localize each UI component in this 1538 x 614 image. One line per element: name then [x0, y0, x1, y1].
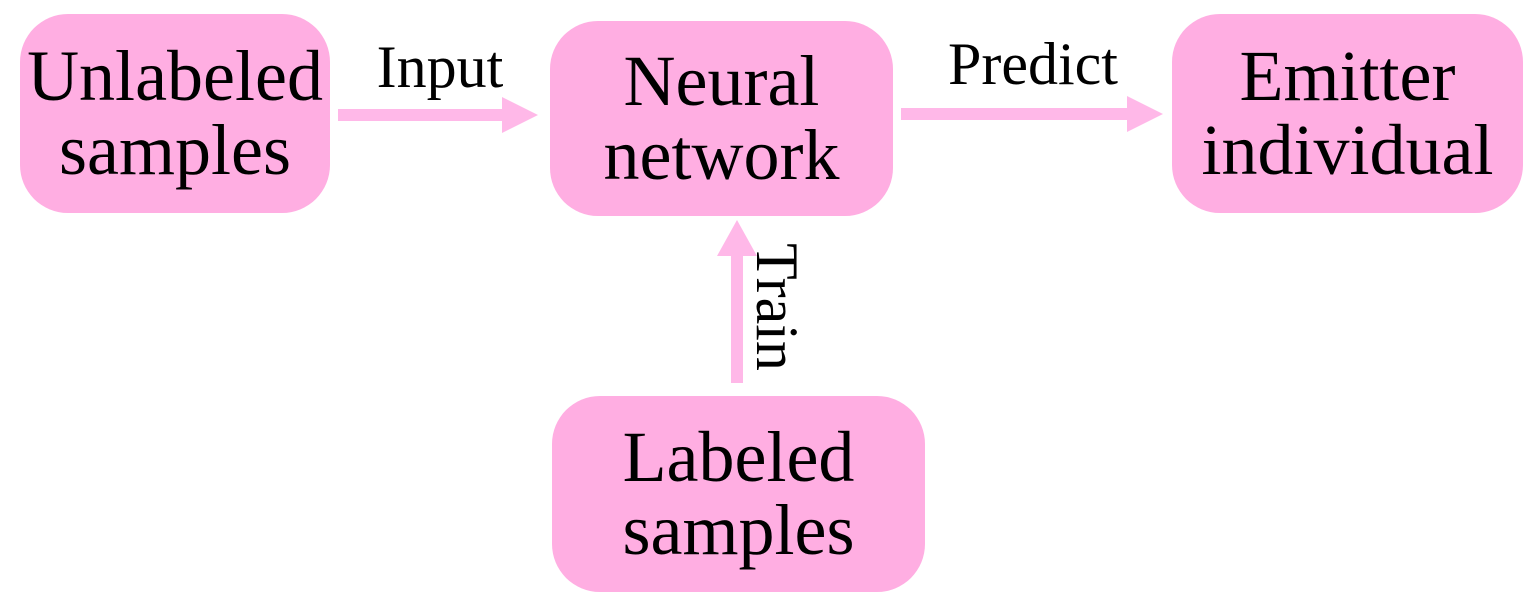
node-unlabeled-samples-label: Unlabeled samples — [27, 36, 323, 190]
node-emitter-individual-label: Emitter individual — [1201, 36, 1494, 190]
edge-label-predict: Predict — [948, 31, 1118, 97]
node-neural-network: Neural network — [550, 21, 893, 216]
input-arrow-shape — [338, 97, 538, 133]
edge-label-input: Input — [376, 34, 504, 100]
node-emitter-individual: Emitter individual — [1172, 14, 1523, 213]
node-unlabeled-samples: Unlabeled samples — [20, 14, 330, 213]
node-labeled-samples-label: Labeled samples — [622, 416, 855, 570]
node-neural-network-label: Neural network — [603, 41, 840, 195]
edge-label-train: Train — [744, 243, 810, 371]
train-arrow-icon — [717, 220, 757, 383]
train-arrow-shape — [717, 220, 757, 383]
predict-arrow-icon — [901, 96, 1163, 132]
predict-arrow-shape — [901, 96, 1163, 132]
input-arrow-icon — [338, 97, 538, 133]
node-labeled-samples: Labeled samples — [552, 396, 925, 592]
